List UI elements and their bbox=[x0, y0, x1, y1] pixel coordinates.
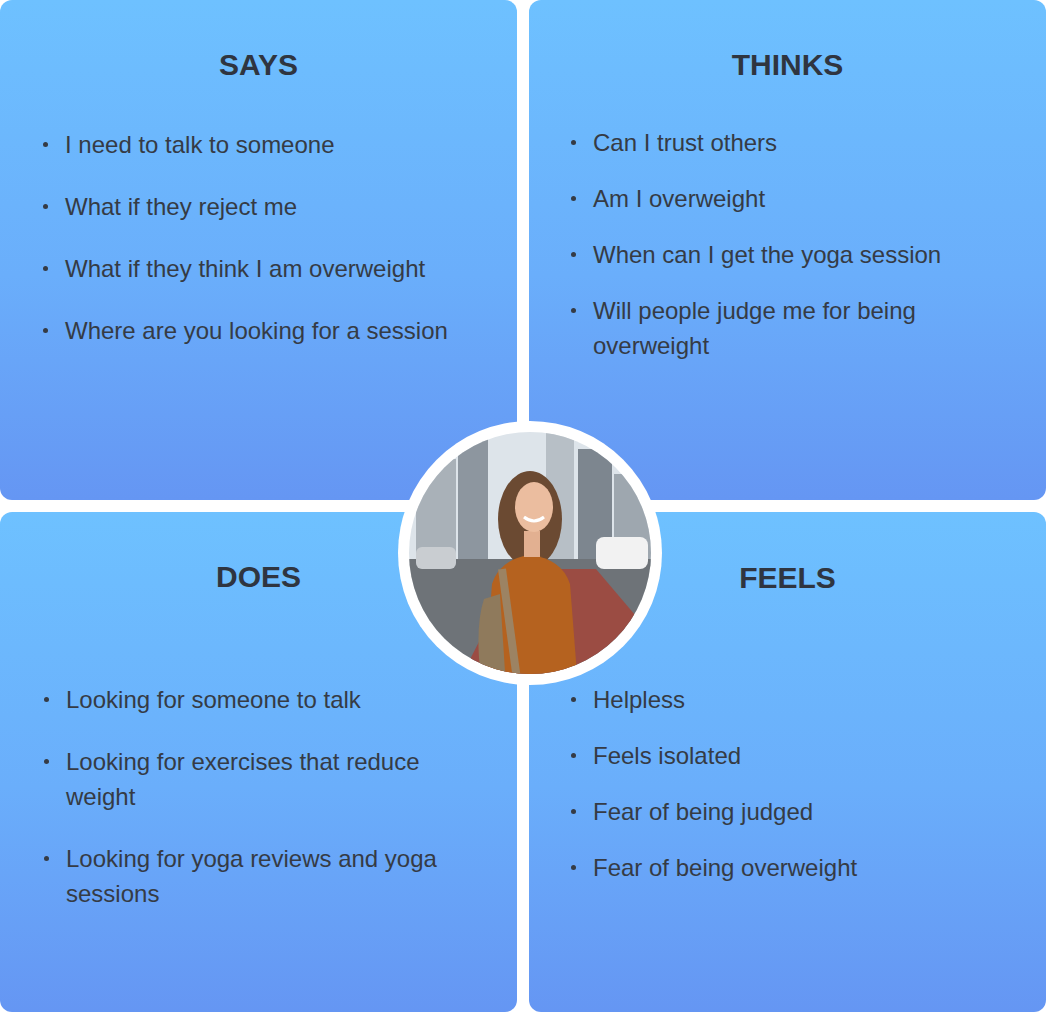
bullet-item: Will people judge me for being overweigh… bbox=[593, 293, 1013, 363]
bullet-list: HelplessFeels isolatedFear of being judg… bbox=[593, 682, 1013, 906]
building bbox=[416, 459, 456, 569]
backpack bbox=[478, 594, 506, 687]
bullet-list: Looking for someone to talkLooking for e… bbox=[66, 682, 486, 938]
bullet-item: Feels isolated bbox=[593, 738, 1013, 773]
quadrant-panel: SAYS I need to talk to someoneWhat if the… bbox=[0, 0, 517, 500]
bullet-item: Where are you looking for a session bbox=[65, 313, 485, 348]
bullet-list: I need to talk to someoneWhat if they re… bbox=[65, 127, 485, 375]
quadrant-heading: DOES bbox=[0, 559, 517, 595]
quadrant-heading: THINKS bbox=[529, 47, 1046, 83]
street-scene bbox=[396, 419, 664, 687]
bullet-item: Helpless bbox=[593, 682, 1013, 717]
bullet-item: Can I trust others bbox=[593, 125, 1013, 160]
hair bbox=[498, 471, 562, 567]
car bbox=[596, 537, 648, 569]
car bbox=[416, 547, 456, 569]
bullet-item: Fear of being judged bbox=[593, 794, 1013, 829]
neck bbox=[524, 531, 540, 557]
quadrant-panel: DOESLooking for someone to talkLooking f… bbox=[0, 512, 517, 1012]
quadrant-panel: THINKS Can I trust others Am I overweightW… bbox=[529, 0, 1046, 500]
sky bbox=[396, 419, 664, 687]
bullet-item: Looking for someone to talk bbox=[66, 682, 486, 717]
face bbox=[515, 482, 553, 532]
quadrant-heading: SAYS bbox=[0, 47, 517, 83]
quadrant-heading: FEELS bbox=[529, 560, 1046, 596]
bullet-item: When can I get the yoga session bbox=[593, 237, 1013, 272]
bullet-item: Looking for yoga reviews and yoga sessio… bbox=[66, 841, 486, 911]
bullet-list: Can I trust others Am I overweightWhen ca… bbox=[593, 125, 1013, 384]
bullet-item: Fear of being overweight bbox=[593, 850, 1013, 885]
bullet-item: I need to talk to someone bbox=[65, 127, 485, 162]
bullet-item: What if they reject me bbox=[65, 189, 485, 224]
building bbox=[458, 439, 488, 569]
bullet-item: What if they think I am overweight bbox=[65, 251, 485, 286]
smile bbox=[524, 517, 544, 521]
bullet-item: Looking for exercises that reduce weight bbox=[66, 744, 486, 814]
strap bbox=[502, 569, 518, 687]
bullet-item: Am I overweight bbox=[593, 181, 1013, 216]
quadrant-panel: FEELS HelplessFeels isolatedFear of being… bbox=[529, 512, 1046, 1012]
persona-photo bbox=[396, 419, 664, 687]
